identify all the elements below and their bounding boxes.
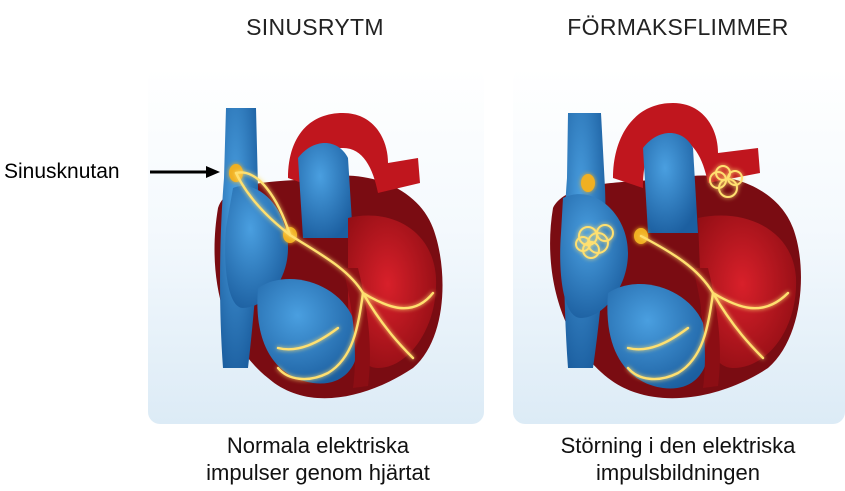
arrow-right-icon xyxy=(150,164,220,180)
caption-line-2: impulser genom hjärtat xyxy=(148,459,488,486)
sinus-rhythm-caption: Normala elektriska impulser genom hjärta… xyxy=(148,432,488,486)
sinus-node xyxy=(581,174,595,192)
sinus-rhythm-panel xyxy=(148,68,484,424)
heart-afib-illustration xyxy=(513,68,845,424)
sinus-rhythm-title: SINUSRYTM xyxy=(150,14,480,41)
pulmonary-artery xyxy=(298,143,353,238)
pulmonary-artery xyxy=(643,133,698,233)
caption-line-2: impulsbildningen xyxy=(508,459,845,486)
atrial-fibrillation-caption: Störning i den elektriska impulsbildning… xyxy=(508,432,845,486)
sinus-node-label: Sinusknutan xyxy=(4,160,120,184)
caption-line-1: Normala elektriska xyxy=(148,432,488,459)
atrial-fibrillation-panel xyxy=(513,68,845,424)
atrial-fibrillation-title: FÖRMAKSFLIMMER xyxy=(513,14,843,41)
heart-normal-illustration xyxy=(148,68,484,424)
caption-line-1: Störning i den elektriska xyxy=(508,432,845,459)
